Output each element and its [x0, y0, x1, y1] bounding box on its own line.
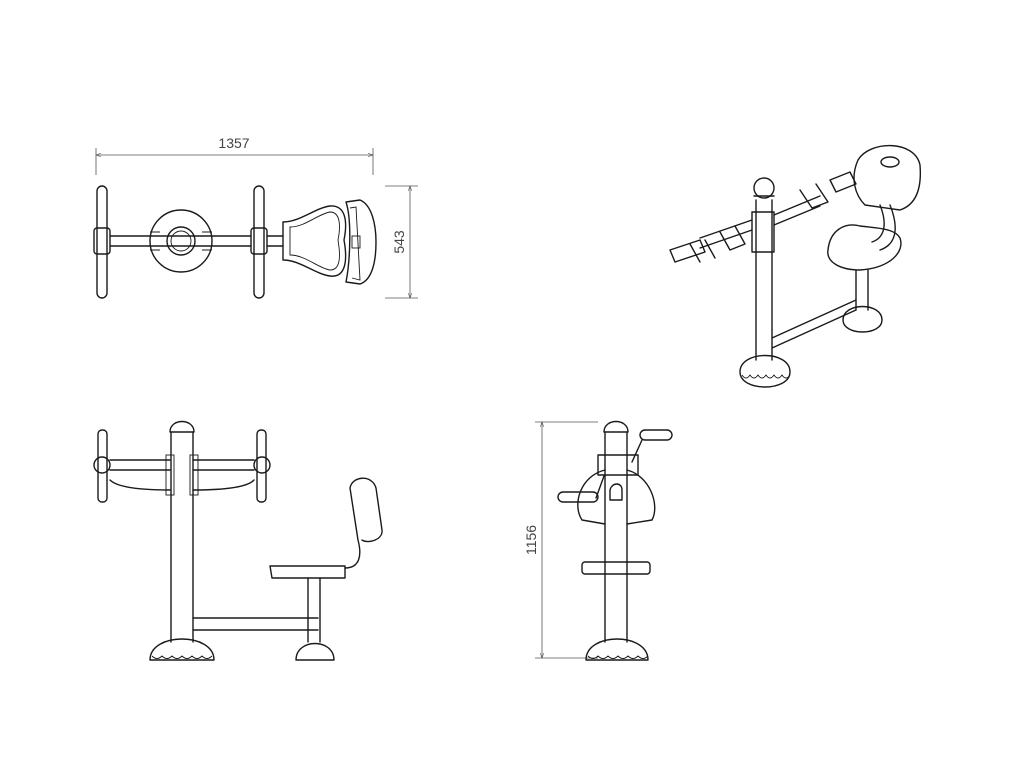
front-view [93, 420, 383, 661]
dimension-depth: 543 [385, 186, 418, 298]
dimension-height-label: 1156 [523, 525, 539, 555]
dimension-height: 1156 [523, 422, 598, 658]
isometric-view [669, 144, 922, 388]
top-view: 1357 543 [93, 135, 418, 299]
dimension-width: 1357 [96, 135, 373, 175]
dimension-depth-label: 543 [391, 230, 407, 254]
side-view: 1156 [523, 420, 673, 661]
dimension-width-label: 1357 [218, 135, 249, 151]
